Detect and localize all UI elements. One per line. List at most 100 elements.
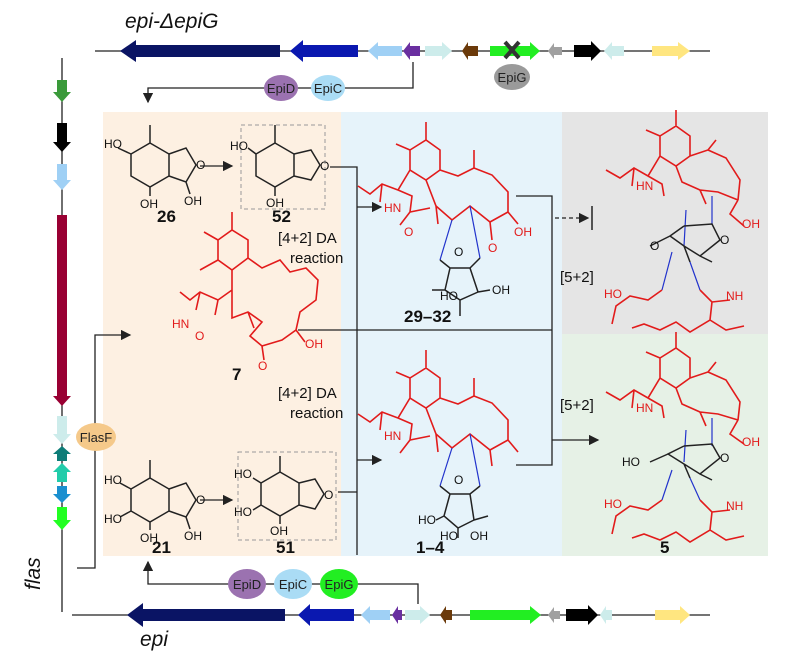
atom-label: O <box>650 239 659 253</box>
deletion-cross-icon <box>503 40 521 60</box>
atom-label: O <box>404 225 413 239</box>
gene-arrow <box>127 603 285 627</box>
reaction-label-da: reaction <box>290 405 343 422</box>
gene-arrow <box>120 40 280 62</box>
atom-label: O <box>720 451 729 465</box>
atom-label: OH <box>266 196 284 210</box>
atom-label: O <box>488 241 497 255</box>
protein-epig <box>320 569 358 599</box>
atom-label: O <box>324 488 333 502</box>
compound-label: 5 <box>660 538 669 557</box>
compound-label: 21 <box>152 538 171 557</box>
atom-label: NH <box>726 289 743 303</box>
atom-label: NH <box>726 499 743 513</box>
gene-arrow <box>53 164 71 190</box>
gene-arrow <box>440 606 452 624</box>
atom-label: OH <box>140 531 158 545</box>
gene-arrow <box>604 42 624 60</box>
atom-label: O <box>720 233 729 247</box>
gene-arrow <box>53 463 71 482</box>
compound-label: 7 <box>232 365 241 384</box>
atom-label: OH <box>470 529 488 543</box>
gene-arrow <box>462 42 478 60</box>
protein-epig-deleted <box>494 64 530 90</box>
gene-arrow <box>566 605 598 625</box>
gene-arrow <box>652 42 690 60</box>
atom-label: HN <box>384 429 401 443</box>
compound-7: HN O O OH 7 <box>172 212 323 384</box>
atom-label: HO <box>440 289 458 303</box>
compound-label: 52 <box>272 207 291 226</box>
protein-label: FlasF <box>80 430 113 445</box>
atom-label: O <box>258 359 267 373</box>
reaction-label-5-2: [5+2] <box>560 269 594 286</box>
compound-26: HO O OH OH 26 <box>104 125 205 226</box>
atom-label: HO <box>440 529 458 543</box>
panel-dimer-top <box>562 112 768 334</box>
atom-label: OH <box>140 197 158 211</box>
protein-epid <box>264 75 298 101</box>
gene-arrow <box>368 42 402 60</box>
atom-label: HO <box>230 139 248 153</box>
atom-label: HO <box>604 497 622 511</box>
cluster-title-top: epi-ΔepiG <box>125 10 218 33</box>
gene-cluster-flas: flas FlasF <box>22 58 132 612</box>
atom-label: HN <box>172 317 189 331</box>
atom-label: HO <box>234 467 252 481</box>
compound-label: 29–32 <box>404 307 451 326</box>
atom-label: HN <box>636 179 653 193</box>
gene-arrow <box>548 607 560 623</box>
gene-arrow <box>548 43 562 59</box>
atom-label: O <box>454 473 463 487</box>
atom-label: HO <box>104 137 122 151</box>
gene-arrow <box>405 606 430 624</box>
gene-cluster-epi-delta-epig: epi-ΔepiG EpiD EpiC EpiG <box>95 10 710 104</box>
compound-label: 1–4 <box>416 538 445 557</box>
compound-1-4: HN O HO HO OH 1–4 <box>357 350 519 557</box>
protein-label: EpiC <box>279 577 307 592</box>
protein-label: EpiD <box>233 577 261 592</box>
gene-arrow <box>655 606 690 624</box>
atom-label: OH <box>742 217 760 231</box>
atom-label: O <box>195 329 204 343</box>
gene-arrow <box>298 604 354 626</box>
protein-epid <box>228 569 266 599</box>
compound-5: HN OH HO O HO NH 5 <box>604 332 760 557</box>
panel-da-adducts <box>341 112 562 556</box>
compound-52: HO O OH 52 <box>230 124 329 226</box>
compound-29-32: HN O O OH O OH HO 29–32 <box>357 122 532 326</box>
compound-label: 51 <box>276 538 295 557</box>
protein-label: EpiD <box>267 81 295 96</box>
gene-arrow <box>53 446 71 461</box>
atom-label: OH <box>742 435 760 449</box>
gene-arrow <box>290 40 358 62</box>
dimer-structure-blocked: HN OH O O HO NH <box>604 110 760 333</box>
gene-arrow <box>403 42 420 60</box>
atom-label: OH <box>184 529 202 543</box>
atom-label: HO <box>234 505 252 519</box>
compound-label: 26 <box>157 207 176 226</box>
protein-epic <box>274 569 312 599</box>
compound-51: HO HO O OH 51 <box>234 451 337 557</box>
atom-label: HO <box>622 455 640 469</box>
gene-arrow-flasf <box>53 507 71 530</box>
atom-label: HN <box>636 401 653 415</box>
gene-arrow <box>361 606 390 624</box>
panel-dimer-bottom <box>562 334 768 556</box>
gene-arrow <box>53 123 71 152</box>
gene-cluster-epi: epi EpiD EpiC EpiG <box>72 560 710 651</box>
protein-label: EpiG <box>325 577 354 592</box>
atom-label: HN <box>384 201 401 215</box>
gene-arrow-epig <box>470 606 541 624</box>
gene-arrow <box>392 606 402 624</box>
atom-label: O <box>320 159 329 173</box>
gene-arrow <box>425 42 452 60</box>
protein-epic <box>311 75 345 101</box>
cluster-title-bottom: epi <box>140 628 169 651</box>
reaction-label-da: [4+2] DA <box>278 230 337 247</box>
atom-label: HO <box>104 473 122 487</box>
reaction-label-da: [4+2] DA <box>278 385 337 402</box>
reaction-label-da: reaction <box>290 250 343 267</box>
atom-label: OH <box>305 337 323 351</box>
